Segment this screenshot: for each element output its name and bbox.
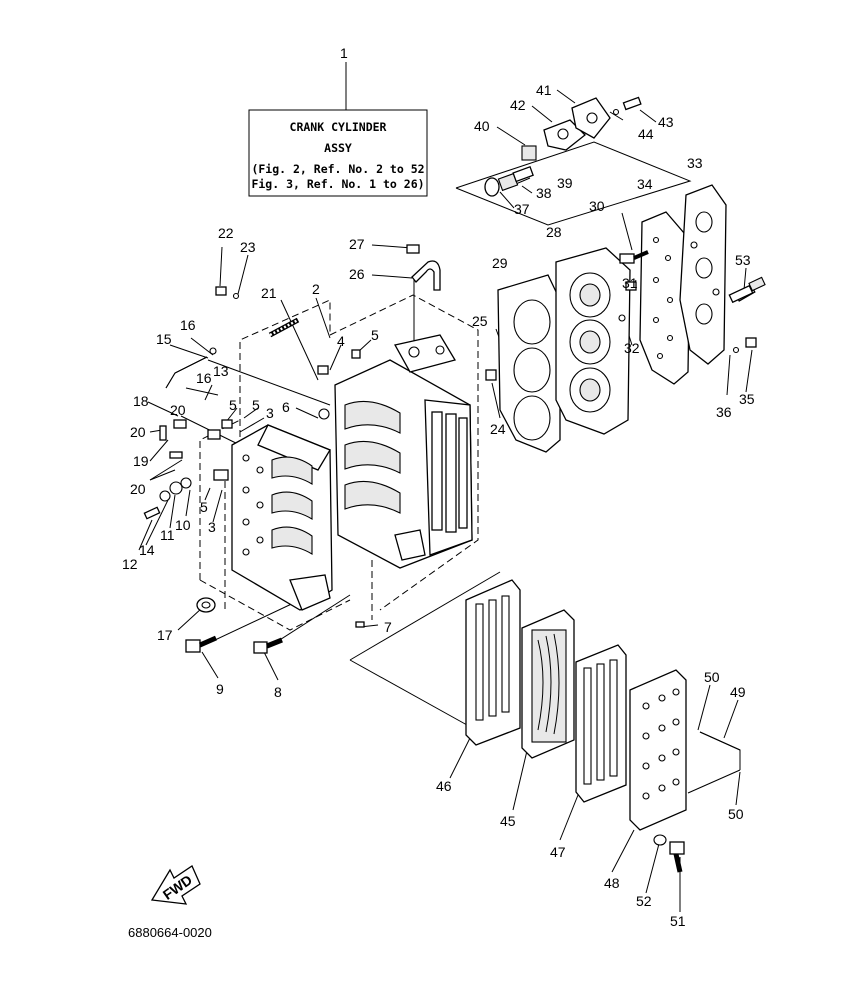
callout-7: 7: [384, 619, 392, 635]
callout-8: 8: [274, 684, 282, 700]
callout-30: 30: [589, 198, 605, 214]
callout-46: 46: [436, 778, 452, 794]
callout-47: 47: [550, 844, 566, 860]
callout-20-b: 20: [130, 424, 146, 440]
callout-52: 52: [636, 893, 652, 909]
callout-32: 32: [624, 340, 640, 356]
callout-17: 17: [157, 627, 173, 643]
head-cover-gasket: [639, 211, 691, 385]
crankcase-front: [231, 424, 333, 611]
title-line-3: (Fig. 2, Ref. No. 2 to 52: [251, 162, 424, 176]
callout-40: 40: [474, 118, 490, 134]
callout-15: 15: [156, 331, 172, 347]
callout-28: 28: [546, 224, 562, 240]
exhaust-gasket-outer: [575, 644, 627, 803]
cylinder-head: [555, 247, 631, 435]
title-line-4: Fig. 3, Ref. No. 1 to 26): [251, 177, 424, 191]
callout-44: 44: [638, 126, 654, 142]
callout-20-a: 20: [170, 402, 186, 418]
callout-29: 29: [492, 255, 508, 271]
exhaust-outer-cover: [629, 669, 741, 873]
spark-plug: [728, 276, 766, 304]
callout-23: 23: [240, 239, 256, 255]
title-box: CRANK CYLINDER ASSY (Fig. 2, Ref. No. 2 …: [248, 62, 428, 197]
callout-51: 51: [670, 913, 686, 929]
callout-53: 53: [735, 252, 751, 268]
callout-20-c: 20: [130, 481, 146, 497]
callout-19: 19: [133, 453, 149, 469]
exhaust-gasket-inner: [465, 579, 521, 746]
callout-12: 12: [122, 556, 138, 572]
callout-33: 33: [687, 155, 703, 171]
thermostat-assembly: [484, 96, 642, 197]
head-gasket: [497, 274, 561, 453]
callout-9: 9: [216, 681, 224, 697]
callout-21: 21: [261, 285, 277, 301]
small-hardware: [143, 244, 516, 654]
callout-35: 35: [739, 391, 755, 407]
exhaust-inner-plate: [521, 609, 575, 759]
drawing-code: 6880664-0020: [128, 925, 212, 940]
callout-49: 49: [730, 684, 746, 700]
callout-34: 34: [637, 176, 653, 192]
callout-16-lower: 16: [196, 370, 212, 386]
callout-36: 36: [716, 404, 732, 420]
callout-37: 37: [514, 201, 530, 217]
callout-6: 6: [282, 399, 290, 415]
callout-11: 11: [160, 527, 175, 543]
callout-5-c: 5: [252, 397, 260, 413]
title-line-1: CRANK CYLINDER: [290, 120, 387, 134]
callout-4: 4: [337, 333, 345, 349]
callout-5-b: 5: [229, 397, 237, 413]
callout-3-upper: 3: [266, 405, 274, 421]
callout-14: 14: [139, 542, 155, 558]
callout-18: 18: [133, 393, 149, 409]
callout-5-d: 5: [200, 499, 208, 515]
callout-50-lower: 50: [728, 806, 744, 822]
callout-5-a: 5: [371, 327, 379, 343]
callout-10: 10: [175, 517, 191, 533]
callout-24: 24: [490, 421, 506, 437]
callout-25: 25: [472, 313, 488, 329]
callout-50-upper: 50: [704, 669, 720, 685]
callout-16-upper: 16: [180, 317, 196, 333]
callout-numbers: 1 2 3 3 4 5 5 5 5 6 7 8 9 10 11 12 13 14…: [122, 45, 755, 929]
callout-27: 27: [349, 236, 365, 252]
callout-42: 42: [510, 97, 526, 113]
callout-41: 41: [536, 82, 552, 98]
callout-31: 31: [622, 275, 638, 291]
callout-48: 48: [604, 875, 620, 891]
fwd-arrow: FWD: [150, 865, 201, 905]
callout-2: 2: [312, 281, 320, 297]
callout-26: 26: [349, 266, 365, 282]
cylinder-block: [334, 334, 473, 569]
head-cover: [679, 184, 727, 365]
callout-13: 13: [213, 363, 229, 379]
callout-39: 39: [557, 175, 573, 191]
callout-1: 1: [340, 45, 348, 61]
callout-22: 22: [218, 225, 234, 241]
callout-43: 43: [658, 114, 674, 130]
callout-45: 45: [500, 813, 516, 829]
callout-3-lower: 3: [208, 519, 216, 535]
callout-38: 38: [536, 185, 552, 201]
title-line-2: ASSY: [324, 141, 352, 155]
